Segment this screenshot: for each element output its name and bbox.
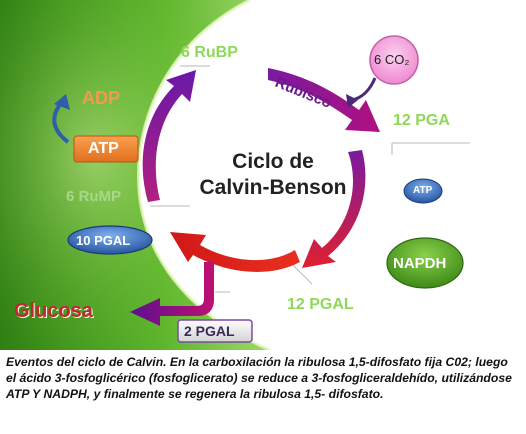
pgal12-label: 12 PGAL — [287, 296, 354, 313]
center-title-line2: Calvin-Benson — [199, 176, 347, 199]
pgal10-oval — [67, 225, 153, 255]
pga-label: 12 PGA — [393, 112, 450, 129]
center-title-line1: Ciclo de — [232, 150, 314, 173]
napdh-oval — [386, 237, 464, 289]
arrow-pga-to-pgal — [302, 150, 366, 268]
connector-lines — [150, 65, 470, 293]
pgal10-label: 10 PGAL — [76, 233, 131, 248]
co2-circle — [369, 35, 419, 85]
adp-label: ADP — [82, 88, 121, 108]
co2-label: 6 CO₂ — [374, 52, 410, 67]
pgal2-label: 2 PGAL — [184, 323, 235, 339]
atp-label: ATP — [88, 140, 119, 157]
atp-small-oval — [403, 178, 443, 204]
arrow-atp-to-adp-head — [54, 94, 70, 110]
pgal2-box — [177, 319, 253, 343]
arrow-to-glucosa — [130, 262, 214, 326]
arrow-10pgal-to-rubp — [142, 70, 196, 202]
atp-box — [73, 135, 139, 163]
arrow-pgal-to-10pgal — [170, 232, 300, 272]
glucosa-label: Glucosa — [14, 300, 93, 322]
rubp-label: 6 RuBP — [181, 44, 238, 61]
arrow-rubp-to-pga — [268, 68, 380, 132]
diagram-graphics — [0, 0, 470, 350]
green-swoosh-glow — [0, 0, 270, 350]
figure-caption: Eventos del ciclo de Calvin. En la carbo… — [6, 355, 512, 401]
rump-label: 6 RuMP — [66, 188, 122, 205]
arrow-co2-to-rubisco-head — [346, 94, 358, 108]
napdh-label: NAPDH — [393, 255, 447, 272]
atp-small-label: ATP — [413, 185, 433, 196]
